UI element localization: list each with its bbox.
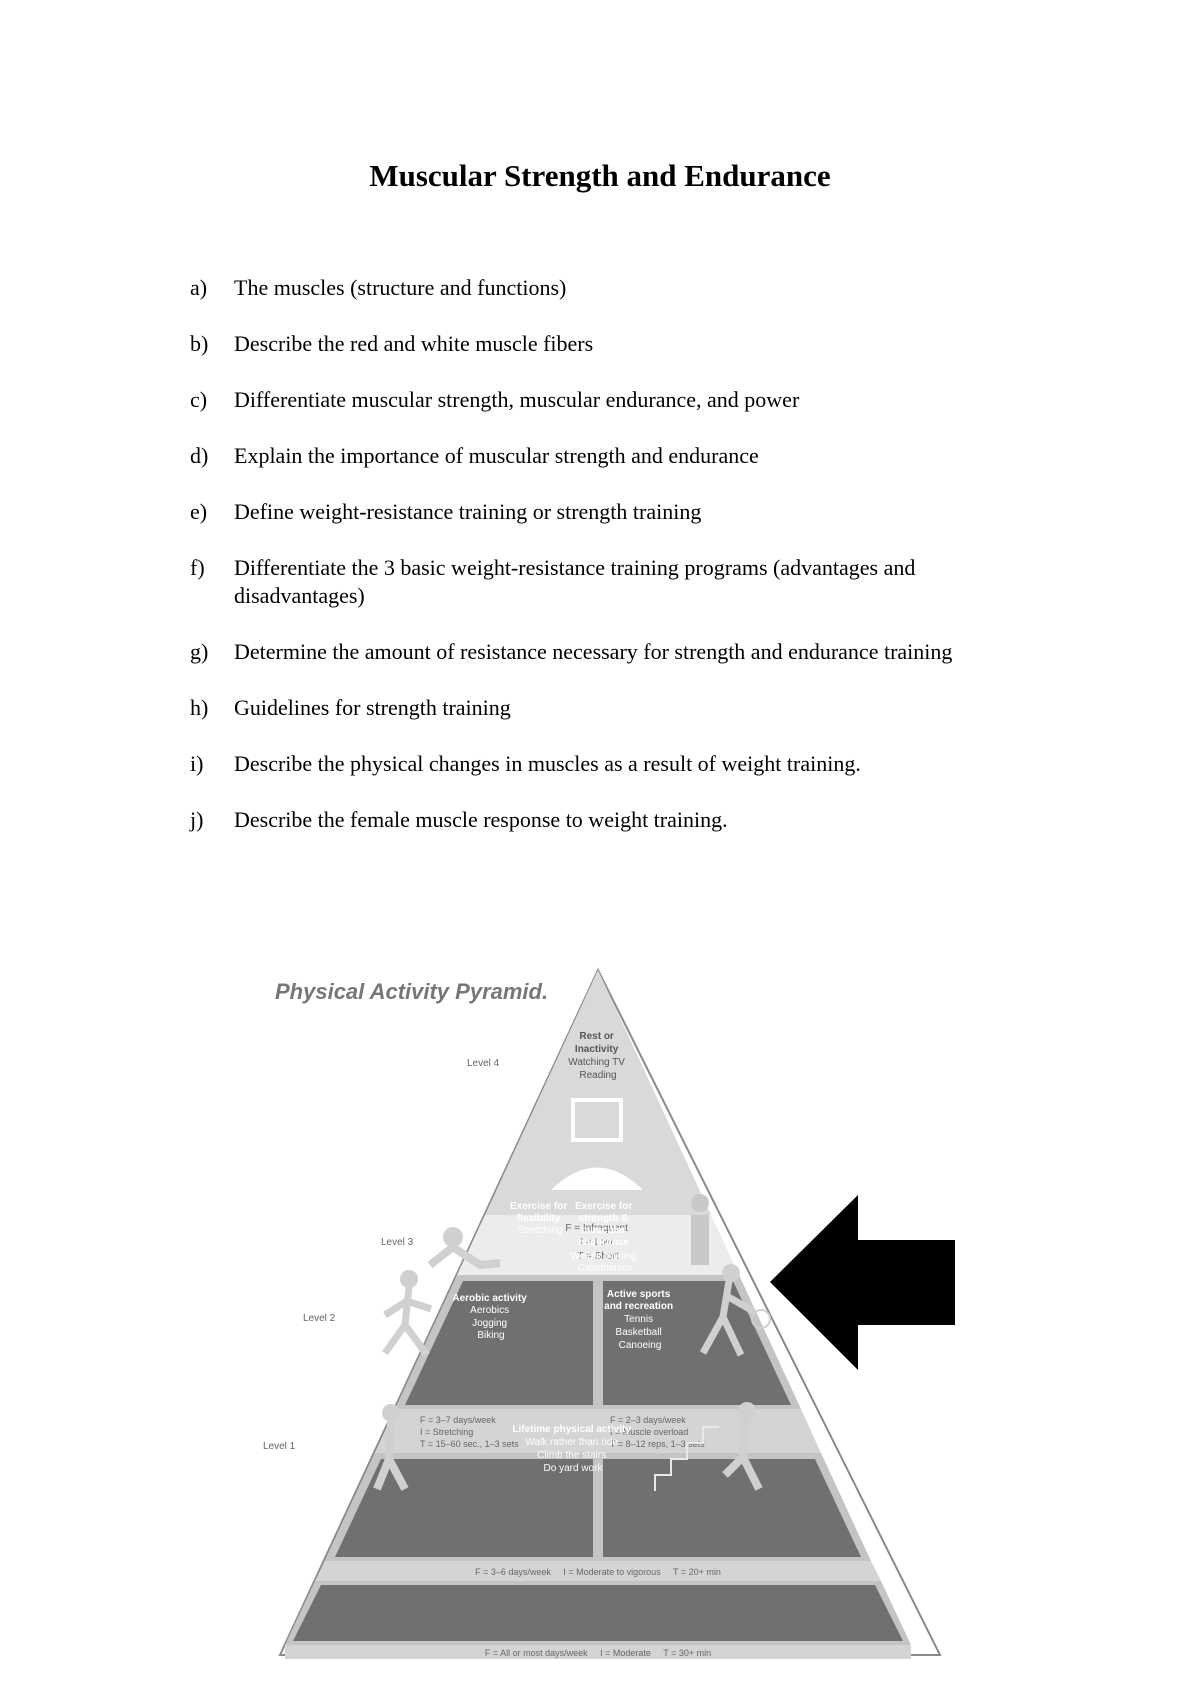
level3-right-fit: F = 2–3 days/week I = Muscle overload T … <box>610 1415 705 1449</box>
stairs-icon <box>654 1426 719 1491</box>
level1-fit: F = All or most days/week I = Moderate T… <box>485 1648 711 1658</box>
list-item-text: Define weight-resistance training or str… <box>234 499 702 524</box>
list-item-text: Describe the female muscle response to w… <box>234 807 728 832</box>
person-silhouette-icon <box>551 1167 643 1190</box>
stretching-figure-icon <box>443 1227 463 1247</box>
list-item-text: Explain the importance of muscular stren… <box>234 443 759 468</box>
stretching-limbs-icon <box>427 1242 501 1270</box>
level2-label: Level 2 <box>303 1313 336 1324</box>
page-title: Muscular Strength and Endurance <box>369 158 831 193</box>
list-item: f) Differentiate the 3 basic weight-resis… <box>190 554 1050 610</box>
level2-fit: F = 3–6 days/week I = Moderate to vigoro… <box>475 1567 721 1577</box>
list-item: e) Define weight-resistance training or s… <box>190 498 1050 526</box>
level2-fit-band <box>315 1561 881 1581</box>
list-marker: c) <box>190 387 208 412</box>
pyramid-title: Physical Activity Pyramid. <box>275 979 548 1004</box>
lifter-body-icon <box>691 1215 709 1265</box>
list-item: j) Describe the female muscle response to… <box>190 806 1050 834</box>
list-item: h) Guidelines for strength training <box>190 694 1050 722</box>
list-marker: h) <box>190 695 209 720</box>
list-marker: a) <box>190 275 208 300</box>
level3-left-fit: F = 3–7 days/week I = Stretching T = 15–… <box>420 1415 519 1449</box>
list-item-text: Differentiate the 3 basic weight-resista… <box>234 555 916 608</box>
list-item-text: Determine the amount of resistance neces… <box>234 639 953 664</box>
runner-figure-icon <box>400 1270 418 1288</box>
list-item: d) Explain the importance of muscular str… <box>190 442 1050 470</box>
runner-limbs-icon <box>382 1286 433 1358</box>
level1-label: Level 1 <box>263 1441 296 1452</box>
list-item: g) Determine the amount of resistance nec… <box>190 638 1050 666</box>
list-item: b) Describe the red and white muscle fibe… <box>190 330 1050 358</box>
list-item-text: Differentiate muscular strength, muscula… <box>234 387 800 412</box>
pointer-arrow-icon <box>770 1195 955 1370</box>
list-item: c) Differentiate muscular strength, muscu… <box>190 386 1050 414</box>
level3-left-panel <box>405 1281 593 1405</box>
objective-list: a)The muscles (structure and functions) … <box>190 274 1050 862</box>
stair-climber-icon <box>738 1402 756 1420</box>
list-item: i) Describe the physical changes in muscl… <box>190 750 1050 778</box>
lifter-figure-icon <box>691 1194 709 1212</box>
level3-label: Level 3 <box>381 1237 414 1248</box>
level2-right-text: Active sports and recreation Tennis Bask… <box>604 1289 676 1351</box>
tennis-racket-icon <box>751 1309 771 1329</box>
level1-panel <box>293 1585 903 1641</box>
list-marker: i) <box>190 751 204 776</box>
level3-right-panel <box>603 1281 791 1405</box>
list-marker: j) <box>190 807 204 832</box>
stair-climber-limbs-icon <box>722 1418 763 1491</box>
level3-fit-band <box>375 1409 821 1453</box>
list-item-text: Guidelines for strength training <box>234 695 511 720</box>
walker-figure-icon <box>382 1404 400 1422</box>
level4-label: Level 4 <box>467 1058 500 1069</box>
level1-text: Lifetime physical activity Walk rather t… <box>512 1424 633 1474</box>
level4-band <box>485 970 711 1215</box>
level4-text: Rest or Inactivity Watching TV Reading <box>568 1031 627 1081</box>
tennis-player-limbs-icon <box>699 1280 755 1357</box>
level3-left-text: Exercise for flexibility Stretching <box>510 1201 570 1236</box>
activity-pyramid-figure: Physical Activity Pyramid. Rest or Inact… <box>255 965 975 1685</box>
list-marker: b) <box>190 331 209 356</box>
list-item-text: Describe the red and white muscle fibers <box>234 331 594 356</box>
list-item-text: Describe the physical changes in muscles… <box>234 751 861 776</box>
level4-fit: F = Infrequent I = Low T = Short <box>565 1223 630 1262</box>
list-marker: f) <box>190 555 205 580</box>
level4-fit-band <box>457 1215 739 1275</box>
level1-fit-band <box>285 1645 911 1659</box>
tennis-player-icon <box>722 1264 740 1282</box>
walker-limbs-icon <box>373 1420 409 1491</box>
level3-right-text: Exercise for strength & muscular enduran… <box>570 1201 639 1274</box>
level2-left-text: Aerobic activity Aerobics Jogging Biking <box>452 1293 529 1341</box>
pyramid-svg: Physical Activity Pyramid. Rest or Inact… <box>263 967 942 1659</box>
arrow-shape <box>770 1195 955 1370</box>
list-item-text: The muscles (structure and functions) <box>234 275 567 300</box>
list-marker: e) <box>190 499 208 524</box>
level2-right-panel <box>603 1459 861 1557</box>
list-marker: d) <box>190 443 209 468</box>
list-item: a) The muscles (structure and functions) <box>190 274 1050 302</box>
tv-icon <box>571 1098 623 1142</box>
list-marker: g) <box>190 639 209 664</box>
